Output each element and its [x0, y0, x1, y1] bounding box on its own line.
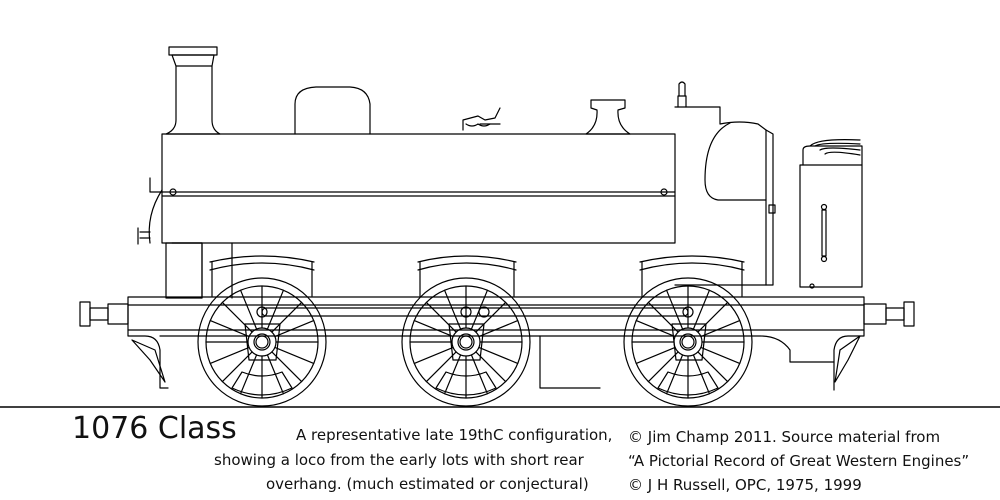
cab — [674, 81, 776, 286]
wheel-front — [197, 277, 327, 407]
side-tank — [165, 242, 233, 299]
coupling-rod — [256, 306, 694, 318]
description-line-3: overhang. (much estimated or conjectural… — [266, 475, 589, 493]
dome — [294, 86, 371, 135]
credit-line-2: “A Pictorial Record of Great Western Eng… — [628, 452, 970, 470]
frames — [127, 296, 865, 391]
wheel-middle — [401, 277, 531, 407]
description-line-2: showing a loco from the early lots with … — [214, 451, 584, 469]
class-name-title: 1076 Class — [72, 411, 237, 446]
safety-valves — [462, 107, 501, 131]
credit-line-1: © Jim Champ 2011. Source material from — [628, 428, 941, 446]
valve-bonnet — [585, 99, 631, 135]
rear-guard-iron — [834, 335, 861, 383]
credit-line-3: © J H Russell, OPC, 1975, 1999 — [628, 476, 862, 494]
boiler — [137, 133, 676, 245]
chimney — [165, 46, 221, 135]
front-buffer — [79, 301, 129, 327]
splashers — [209, 255, 745, 297]
description-line-1: A representative late 19thC configuratio… — [296, 426, 613, 444]
bunker — [799, 139, 863, 289]
front-guard-iron — [131, 339, 166, 383]
rear-buffer — [863, 301, 915, 327]
wheel-rear — [623, 277, 753, 407]
driving-wheels — [197, 277, 753, 407]
